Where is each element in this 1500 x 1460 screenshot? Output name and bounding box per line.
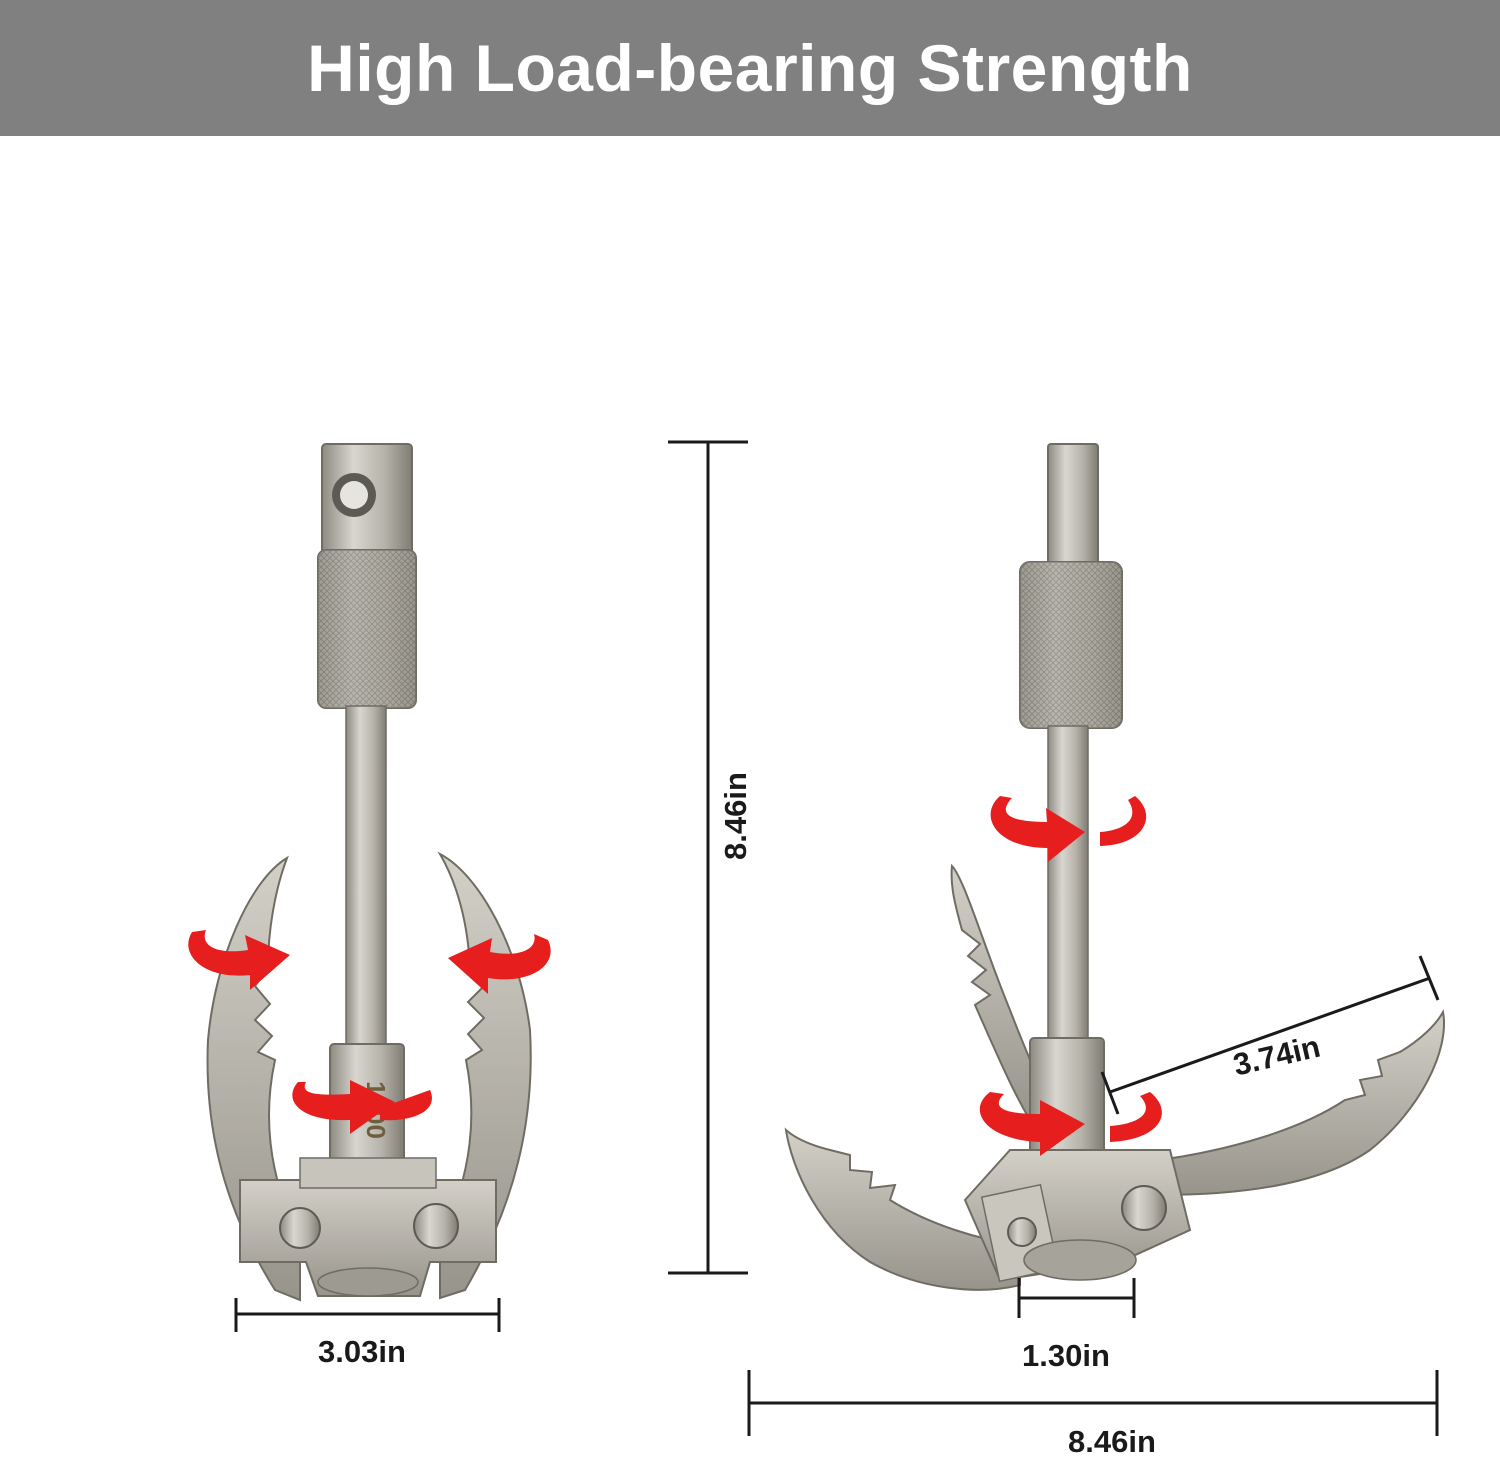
pin-left <box>279 1207 321 1249</box>
height-dimension <box>668 440 748 1275</box>
rotation-arrow-icon <box>188 930 551 1134</box>
page-title: High Load-bearing Strength <box>307 31 1193 105</box>
top-tab <box>1047 443 1099 575</box>
base-width-dimension <box>1017 1278 1136 1318</box>
open-span-label: 8.46in <box>1068 1424 1156 1459</box>
rotation-arrow-icon-right <box>979 796 1162 1156</box>
title-banner: High Load-bearing Strength <box>0 0 1500 136</box>
grappling-hook-closed: 1500 <box>206 443 532 1302</box>
claw-length-dimension <box>1100 955 1440 1115</box>
closed-width-dimension <box>234 1298 501 1332</box>
height-label: 8.46in <box>717 772 753 860</box>
base-width-label: 1.30in <box>1022 1338 1110 1373</box>
grappling-hook-open <box>784 443 1445 1291</box>
pin-hub-right <box>1121 1185 1167 1231</box>
pin-right <box>413 1203 459 1249</box>
closed-width-label: 3.03in <box>318 1334 406 1369</box>
open-span-dimension <box>747 1370 1439 1436</box>
pin-hub-left <box>1007 1217 1037 1247</box>
shaft-open <box>1047 725 1089 1043</box>
shaft <box>345 705 387 1052</box>
